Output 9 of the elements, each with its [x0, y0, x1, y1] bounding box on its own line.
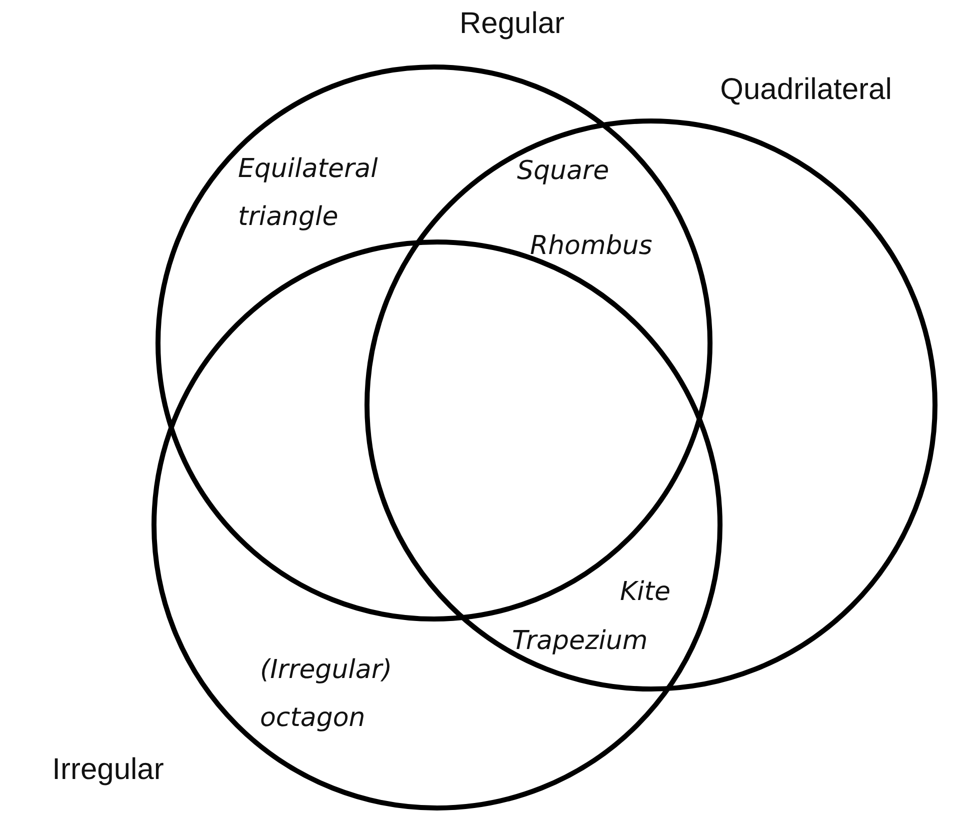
region-label: Rhombus	[530, 230, 654, 263]
region-label: Square	[517, 155, 610, 188]
region-label: Kite	[620, 576, 672, 609]
set-label: Regular	[459, 7, 565, 41]
region-label: (Irregular) octagon	[260, 654, 394, 735]
set-label: Irregular	[52, 753, 164, 787]
region-label: Equilateral triangle	[238, 153, 379, 234]
set-label: Quadrilateral	[720, 73, 892, 107]
region-label: Trapezium	[512, 625, 649, 658]
